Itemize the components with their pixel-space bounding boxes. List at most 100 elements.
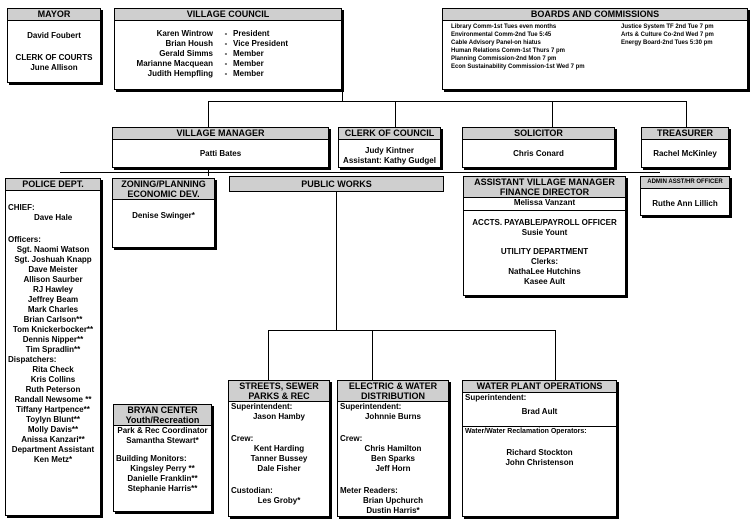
zoning-name: Denise Swinger* — [132, 211, 195, 220]
council-member-role: Member — [233, 69, 264, 78]
electric-title: ELECTRIC & WATER DISTRIBUTION — [338, 381, 448, 402]
police-dept-box: POLICE DEPT. CHIEF: Dave Hale Officers: … — [5, 178, 101, 516]
utility-clerk-name: Kasee Ault — [523, 277, 566, 286]
crew-name: Chris Hamilton — [364, 444, 422, 453]
connector-line — [336, 192, 337, 330]
electric-crew-label: Crew: — [340, 434, 363, 443]
board-item: Human Relations Comm-1st Thurs 7 pm — [451, 48, 566, 54]
council-member-name: Brian Housh — [165, 39, 213, 48]
board-item: Library Comm-1st Tues even months — [451, 24, 557, 30]
streets-super-name: Jason Hamby — [252, 412, 306, 421]
connector-line — [208, 101, 209, 127]
water-super-name: Brad Ault — [521, 407, 558, 416]
bryan-center-title: BRYAN CENTER Youth/Recreation — [114, 405, 211, 426]
dispatcher-name: Ruth Peterson — [25, 385, 81, 394]
village-manager-box: VILLAGE MANAGER Patti Bates — [112, 127, 329, 168]
assistant-mgr-name: Melissa Vanzant — [513, 198, 576, 207]
crew-name: Ben Sparks — [370, 454, 416, 463]
crew-name: Tanner Bussey — [250, 454, 308, 463]
crew-name: Kent Harding — [253, 444, 305, 453]
officer-name: Dave Meister — [28, 265, 78, 274]
electric-title-line1: ELECTRIC & WATER — [348, 381, 438, 391]
clerk-of-courts-title: CLERK OF COURTS — [15, 53, 93, 62]
building-monitors-list: Kingsley Perry **Danielle Franklin**Step… — [114, 464, 211, 494]
council-member-row: Gerald Simms-Member — [121, 49, 341, 59]
connector-line — [552, 101, 553, 127]
treasurer-name: Rachel McKinley — [653, 149, 717, 158]
water-operators-label: Water/Water Reclamation Operators: — [465, 428, 587, 435]
assistant-mgr-title: ASSISTANT VILLAGE MANAGER FINANCE DIRECT… — [464, 177, 625, 198]
admin-hr-name: Ruthe Ann Lillich — [652, 199, 718, 208]
accts-payable-name: Susie Yount — [521, 228, 568, 237]
council-member-name: Gerald Simms — [159, 49, 213, 58]
dispatcher-name: Anissa Kanzari** — [21, 435, 85, 444]
zoning-planning-box: ZONING/PLANNING ECONOMIC DEV. Denise Swi… — [112, 178, 215, 248]
council-member-name: Judith Hempfling — [147, 69, 213, 78]
board-item: Planning Commission-2nd Mon 7 pm — [451, 56, 557, 62]
officers-label: Officers: — [8, 235, 41, 244]
council-member-name: Karen Wintrow — [156, 29, 213, 38]
chief-label: CHIEF: — [8, 203, 35, 212]
connector-line — [395, 101, 396, 127]
assistant-mgr-title-line2: FINANCE DIRECTOR — [499, 187, 590, 197]
zoning-title-line1: ZONING/PLANNING — [121, 179, 206, 189]
public-works-box: PUBLIC WORKS — [229, 176, 444, 192]
board-item: Econ Sustainability Commission-1st Wed 7… — [451, 64, 585, 70]
separator: - — [224, 29, 228, 38]
officer-name: Allison Saurber — [23, 275, 83, 284]
electric-water-box: ELECTRIC & WATER DISTRIBUTION Superinten… — [337, 380, 449, 517]
treasurer-title: TREASURER — [642, 128, 728, 140]
bryan-title-line1: BRYAN CENTER — [127, 405, 198, 415]
streets-super-label: Superintendent: — [231, 402, 293, 411]
connector-line — [60, 172, 660, 173]
crew-name: Dale Fisher — [257, 464, 301, 473]
connector-line — [555, 330, 556, 380]
clerk-of-council-title: CLERK OF COUNCIL — [339, 128, 440, 140]
zoning-title: ZONING/PLANNING ECONOMIC DEV. — [113, 179, 214, 200]
monitor-name: Kingsley Perry ** — [130, 464, 195, 473]
building-monitors-label: Building Monitors: — [116, 454, 187, 463]
police-dept-title: POLICE DEPT. — [6, 179, 100, 191]
dispatcher-name: Rita Check — [32, 365, 74, 374]
dispatcher-name: Toylyn Blunt** — [25, 415, 81, 424]
water-plant-title: WATER PLANT OPERATIONS — [463, 381, 616, 393]
clerk-of-council-name: Judy Kintner — [365, 146, 414, 155]
officer-name: Jeffrey Beam — [27, 295, 79, 304]
mayor-name: David Foubert — [27, 31, 81, 40]
accts-payable-title: ACCTS. PAYABLE/PAYROLL OFFICER — [472, 218, 617, 227]
council-member-role: Member — [233, 49, 264, 58]
connector-line — [372, 330, 373, 380]
streets-crew-label: Crew: — [231, 434, 254, 443]
connector-line — [212, 410, 213, 510]
connector-line — [268, 330, 556, 331]
officer-name: Dennis Nipper** — [22, 335, 84, 344]
custodian-name: Les Groby* — [257, 496, 301, 505]
dispatcher-name: Randall Newsome ** — [14, 395, 92, 404]
mayor-title: MAYOR — [8, 9, 100, 21]
mayor-box: MAYOR David Foubert CLERK OF COURTS June… — [7, 8, 101, 83]
utility-clerk-name: NathaLee Hutchins — [508, 267, 581, 276]
connector-line — [208, 101, 686, 102]
electric-title-line2: DISTRIBUTION — [361, 391, 425, 401]
officer-name: Brian Carlson** — [23, 315, 83, 324]
electric-super-name: Johnnie Burns — [364, 412, 421, 421]
zoning-title-line2: ECONOMIC DEV. — [127, 189, 200, 199]
utility-clerks-label: Clerks: — [530, 257, 559, 266]
separator: - — [224, 39, 228, 48]
solicitor-box: SOLICITOR Chris Conard — [462, 127, 615, 168]
officer-name: Tom Knickerbocker** — [12, 325, 94, 334]
boards-commissions-box: BOARDS AND COMMISSIONS Library Comm-1st … — [442, 8, 748, 90]
officer-name: RJ Hawley — [32, 285, 74, 294]
solicitor-name: Chris Conard — [513, 149, 564, 158]
water-super-label: Superintendent: — [465, 393, 527, 402]
separator: - — [224, 69, 228, 78]
dispatcher-name: Kris Collins — [30, 375, 76, 384]
dept-assistant-name: Ken Metz* — [33, 455, 73, 464]
board-item: Arts & Culture Co-2nd Wed 7 pm — [621, 32, 714, 38]
village-council-title: VILLAGE COUNCIL — [115, 9, 341, 21]
